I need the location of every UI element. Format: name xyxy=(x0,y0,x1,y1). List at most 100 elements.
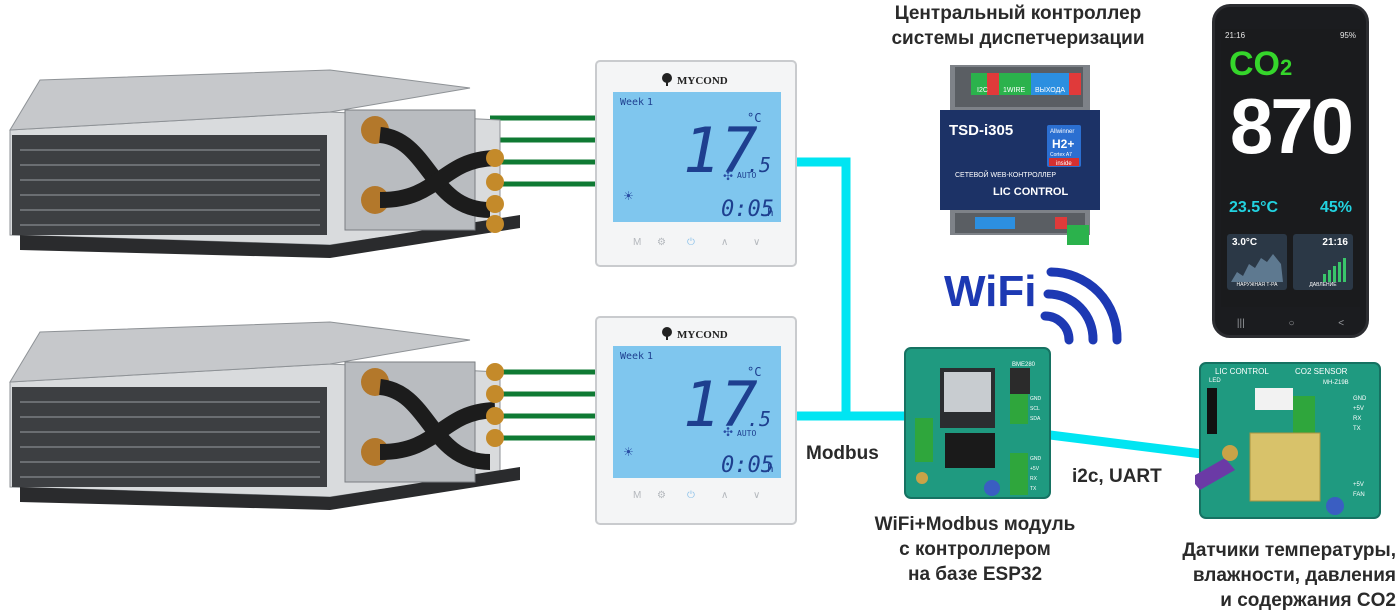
tile-pressure[interactable]: 21:16 ДАВЛЕНИЕ xyxy=(1293,234,1353,290)
temperature-decimal: .5 xyxy=(747,407,771,431)
nav-back-button[interactable]: < xyxy=(1338,318,1345,329)
temperature-unit: °C xyxy=(747,365,761,379)
controller-brand: LIC CONTROL xyxy=(993,186,1068,198)
thermostat-brand: MYCOND xyxy=(677,329,728,341)
caption-line: влажности, давления xyxy=(1192,565,1396,586)
thermostat-brand: MYCOND xyxy=(677,75,728,87)
button-down: ∨ xyxy=(753,237,760,248)
caption-line: и содержания CO2 xyxy=(1220,590,1396,611)
clock-value: 0:05 xyxy=(721,197,774,222)
pin-label: GND xyxy=(1353,396,1367,402)
tile-bars-icon xyxy=(1323,258,1346,282)
tree-logo-icon xyxy=(662,73,672,86)
wifi-label: WiFi xyxy=(944,267,1036,316)
sensor-board: LIC CONTROL CO2 SENSOR MH-Z19B LED GND +… xyxy=(1195,362,1381,519)
controller-model: TSD-i305 xyxy=(949,122,1013,139)
button-up: ∧ xyxy=(721,237,728,248)
chip-tag: inside xyxy=(1056,161,1072,167)
temperature-value: 17 xyxy=(683,114,758,187)
mode-label: AUTO xyxy=(737,171,756,180)
thermostat-lower: MYCOND Week 1 17 .5 °C AUTO 0:05 h ☀ ✣ M… xyxy=(595,316,797,526)
pin-label: RX xyxy=(1353,416,1361,422)
temperature-decimal: .5 xyxy=(747,153,771,177)
caption-line: Центральный контроллер xyxy=(894,3,1142,24)
sun-icon: ☀ xyxy=(623,189,634,203)
week-label: Week xyxy=(620,97,644,108)
button-settings: ⚙ xyxy=(657,237,666,248)
tile-value: 3.0°C xyxy=(1232,237,1258,248)
tile-value: 21:16 xyxy=(1322,237,1348,248)
nav-home-button[interactable]: ○ xyxy=(1288,318,1295,329)
thermostat-upper-body: MYCOND Week 1 17 .5 °C AUTO 0:05 h ☀ ✣ M… xyxy=(595,60,797,267)
pin-label: SCL xyxy=(1030,406,1040,412)
clock-unit: h xyxy=(767,462,774,475)
sensor-model: MH-Z19B xyxy=(1323,380,1349,386)
i2c-uart-link-label: i2c, UART xyxy=(1072,466,1162,487)
button-mode: M xyxy=(633,490,641,501)
central-controller-caption: Центральный контроллер системы диспетчер… xyxy=(868,1,1168,51)
pin-label: TX xyxy=(1030,486,1037,492)
port-label-outputs: ВЫХОДА xyxy=(1035,87,1065,94)
status-time: 21:16 xyxy=(1225,31,1246,40)
button-down: ∨ xyxy=(753,490,760,501)
board-header-left: LIC CONTROL xyxy=(1215,367,1269,376)
pin-label: TX xyxy=(1353,426,1361,432)
tile-label: ДАВЛЕНИЕ xyxy=(1309,282,1337,288)
co2-subscript: 2 xyxy=(1280,55,1293,80)
week-label: Week xyxy=(620,351,644,362)
humidity-reading: 45% xyxy=(1319,199,1352,216)
chip-vendor: Allwinner xyxy=(1050,129,1074,135)
fan-coil-unit-upper xyxy=(9,69,520,258)
pin-label: GND xyxy=(1030,396,1042,402)
pipes-lower xyxy=(490,369,600,441)
pin-label: SDA xyxy=(1030,416,1041,422)
wifi-symbol: WiFi xyxy=(944,267,1122,345)
pin-label: RX xyxy=(1030,476,1038,482)
temperature-value: 17 xyxy=(683,368,758,441)
smartphone: 21:16 95% CO2 870 23.5°C 45% 3.0°C НАРУЖ… xyxy=(1212,4,1369,338)
mode-label: AUTO xyxy=(737,429,756,438)
sensor-chip-label: BME280 xyxy=(1012,362,1036,368)
sensor-caption: Датчики температуры, влажности, давления… xyxy=(1150,538,1396,613)
tile-sparkline-icon xyxy=(1231,254,1283,282)
pin-label: GND xyxy=(1030,456,1042,462)
port-label-1wire: 1WIRE xyxy=(1003,87,1026,94)
caption-line: с контроллером xyxy=(899,539,1051,560)
status-battery: 95% xyxy=(1339,31,1356,40)
pin-label: +5V xyxy=(1030,466,1040,472)
port-label-i2c: I2C xyxy=(977,87,988,94)
board-header-right: CO2 SENSOR xyxy=(1295,367,1348,376)
button-power: ⏻ xyxy=(687,490,695,501)
chip-sub: Cortex A7 xyxy=(1050,152,1072,158)
clock-unit: h xyxy=(767,206,774,219)
pin-label: FAN xyxy=(1353,492,1365,498)
tile-outdoor-temp[interactable]: 3.0°C НАРУЖНАЯ Т-РА xyxy=(1227,234,1287,290)
button-up: ∧ xyxy=(721,490,728,501)
button-power: ⏻ xyxy=(687,237,695,248)
led-label: LED xyxy=(1209,378,1221,384)
chip-name: H2+ xyxy=(1052,137,1074,151)
modbus-link-label: Modbus xyxy=(806,443,879,464)
controller-description: СЕТЕВОЙ WEB-КОНТРОЛЛЕР xyxy=(955,170,1056,179)
caption-line: Датчики температуры, xyxy=(1182,540,1396,561)
nav-recent-button[interactable]: ||| xyxy=(1236,318,1245,329)
fan-icon: ✣ xyxy=(723,425,733,439)
tree-logo-icon xyxy=(662,327,672,340)
caption-line: WiFi+Modbus модуль xyxy=(874,514,1076,535)
central-controller-device: I2C 1WIRE ВЫХОДА TSD-i305 Allwinner H2+ … xyxy=(940,65,1100,245)
temperature-unit: °C xyxy=(747,111,761,125)
esp32-module-board: BME280 GND SCL SDA GND +5V RX TX xyxy=(904,347,1051,499)
caption-line: на базе ESP32 xyxy=(907,564,1043,585)
button-settings: ⚙ xyxy=(657,490,666,501)
fan-icon: ✣ xyxy=(723,169,733,183)
week-day: 1 xyxy=(647,97,653,108)
sun-icon: ☀ xyxy=(623,445,634,459)
clock-value: 0:05 xyxy=(721,453,774,478)
phone-screen: 21:16 95% CO2 870 23.5°C 45% 3.0°C НАРУЖ… xyxy=(1221,29,1360,307)
wifi-waves-icon xyxy=(1040,267,1122,345)
week-day: 1 xyxy=(647,351,653,362)
co2-value: 870 xyxy=(1229,82,1354,170)
pin-label: +5V xyxy=(1353,406,1364,412)
co2-label: CO xyxy=(1229,45,1280,83)
